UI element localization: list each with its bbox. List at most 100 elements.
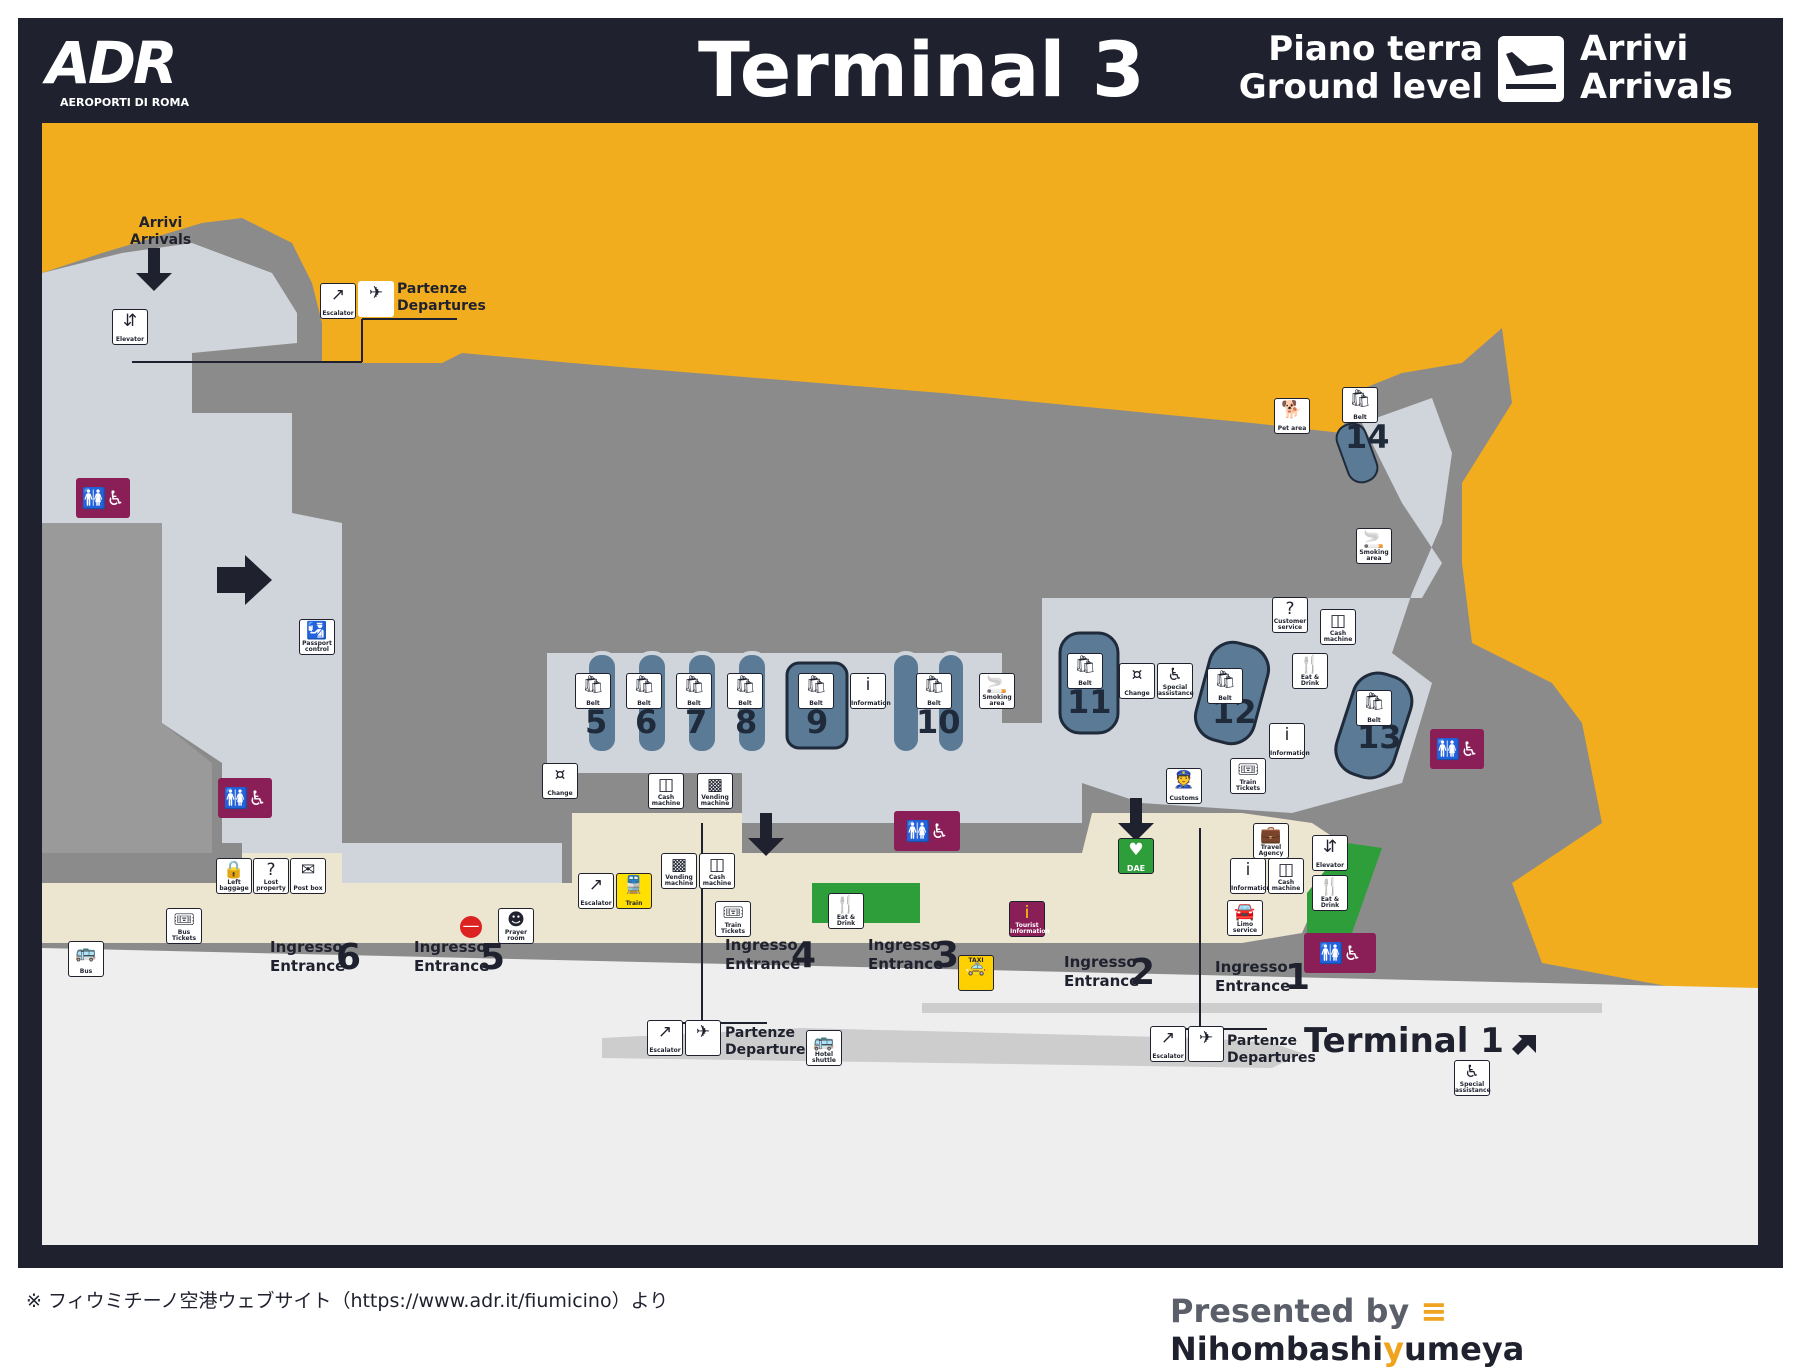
icon-caption: Change	[547, 790, 573, 797]
cash-machine-icon: ◫Cash machine	[1320, 609, 1356, 645]
presented-label: Presented by	[1170, 1292, 1410, 1330]
restroom-icon: 🚻♿	[1430, 729, 1484, 769]
icon-caption: Travel Agency	[1258, 844, 1284, 857]
bus-tickets-icon: 🎟Bus Tickets	[166, 908, 202, 944]
brand-name: Nihombashiyumeya	[1170, 1330, 1524, 1368]
icon-caption: Special assistance	[1158, 684, 1194, 697]
icon-caption: Belt	[738, 700, 752, 707]
entrance-it: Ingresso	[868, 936, 941, 954]
train-icon: 🚆Train	[616, 873, 652, 909]
departures-english: Departures	[397, 298, 486, 314]
icon-caption: Customs	[1169, 795, 1199, 802]
mode-italian: Arrivi	[1580, 29, 1689, 69]
entrance-5: Ingresso Entrance 5	[414, 938, 505, 976]
arrivals-italian: Arrivi	[138, 215, 183, 231]
bus-icon: 🚌Bus	[68, 941, 104, 977]
icon-caption: Belt	[637, 700, 651, 707]
icon-caption: Belt	[1353, 414, 1367, 421]
terminal1-label: Terminal 1	[1304, 1021, 1504, 1061]
arrivals-corridor	[42, 243, 342, 893]
belt-number-10: 10	[916, 703, 961, 741]
icon-caption: Belt	[1078, 680, 1092, 687]
terminal-map: Arrivi Arrivals Partenze Departures Part…	[42, 123, 1758, 1245]
icon-caption: Eat & Drink	[1320, 896, 1340, 909]
entrance-6: Ingresso Entrance 6	[270, 938, 361, 976]
icon-caption: Bus Tickets	[171, 929, 197, 942]
departures-italian: Partenze	[725, 1025, 796, 1041]
icon-caption: Smoking area	[1359, 549, 1389, 562]
left-baggage-icon: 🔒Left baggage	[216, 858, 252, 894]
belt-number-14: 14	[1345, 418, 1390, 456]
icon-caption: Hotel shuttle	[812, 1051, 836, 1064]
icon-caption: Tourist Information	[1010, 922, 1050, 935]
icon-caption: Prayer room	[504, 929, 528, 942]
entrance-en: Entrance	[414, 957, 490, 975]
departures-plane-icon: ✈	[1188, 1026, 1224, 1062]
icon-caption: Passport control	[302, 640, 332, 653]
belt-icon: 🛍Belt	[626, 673, 662, 709]
belt-icon: 🛍Belt	[798, 673, 834, 709]
brand-part-a: Nihombashi	[1170, 1330, 1384, 1368]
entrance-3: Ingresso Entrance 3	[868, 936, 959, 974]
train-tickets-icon: 🎟Train Tickets	[715, 901, 751, 937]
prayer-room-icon: ☻Prayer room	[498, 908, 534, 944]
icon-caption: DAE	[1126, 864, 1146, 873]
departures-english: Departures	[1227, 1050, 1316, 1066]
travel-agency-icon: 💼Travel Agency	[1253, 823, 1289, 859]
icon-caption: Train Tickets	[1235, 779, 1261, 792]
icon-caption: Escalator	[322, 310, 354, 317]
escalator-icon: ↗Escalator	[1150, 1026, 1186, 1062]
taxi-icon: 🚕TAXI	[958, 955, 994, 991]
belt-icon: 🛍Belt	[1207, 668, 1243, 704]
icon-caption: Change	[1124, 690, 1150, 697]
eat-drink-icon: 🍴Eat & Drink	[828, 893, 864, 929]
cash-machine-icon: ◫Cash machine	[1268, 858, 1304, 894]
icon-caption: Eat & Drink	[836, 914, 856, 927]
brand-logo-icon: ≡	[1420, 1292, 1448, 1330]
brand-part-c: umeya	[1404, 1330, 1525, 1368]
entrance-it: Ingresso	[270, 938, 343, 956]
brand-part-b: y	[1383, 1330, 1405, 1368]
icon-caption: Elevator	[1315, 862, 1345, 869]
escalator-icon: ↗Escalator	[578, 873, 614, 909]
belt-icon: 🛍Belt	[1342, 387, 1378, 423]
eat-drink-icon: 🍴Eat & Drink	[1292, 653, 1328, 689]
restroom-icon: 🚻♿	[218, 778, 272, 818]
belt-icon: 🛍Belt	[916, 673, 952, 709]
level-italian: Piano terra	[1268, 29, 1483, 69]
left-block	[42, 523, 212, 853]
page-title: Terminal 3	[698, 25, 1145, 114]
icon-caption: Eat & Drink	[1300, 674, 1320, 687]
direction-arrows	[136, 248, 1536, 1055]
change-icon: ¤Change	[1119, 663, 1155, 699]
road-island	[602, 1028, 1302, 1068]
limo-service-icon: 🚘Limo service	[1227, 900, 1263, 936]
icon-caption: Elevator	[115, 336, 145, 343]
elevator-icon: ⇵Elevator	[112, 309, 148, 345]
icon-caption: TAXI	[968, 957, 984, 964]
exit-corridor	[342, 843, 562, 883]
change-icon: ¤Change	[542, 763, 578, 799]
floor-plan	[42, 218, 1758, 1245]
no-entry-icon: —	[460, 916, 482, 938]
customer-service-icon: ?Customer service	[1272, 597, 1308, 633]
belt-icon: 🛍Belt	[676, 673, 712, 709]
departures-plane-icon: ✈	[358, 281, 394, 317]
departures-label-mid: Partenze Departures	[725, 1025, 814, 1059]
road	[42, 948, 1758, 1245]
departures-label-right: Partenze Departures	[1227, 1033, 1316, 1067]
hotel-shuttle-icon: 🚌Hotel shuttle	[806, 1030, 842, 1066]
level-english: Ground level	[1238, 67, 1483, 107]
icon-caption: Belt	[809, 700, 823, 707]
entrance-it: Ingresso	[725, 936, 798, 954]
icon-caption: Information	[1270, 750, 1310, 757]
icon-caption: Limo service	[1232, 921, 1258, 934]
icon-caption: Cash machine	[1271, 879, 1301, 892]
map-frame: ADR AEROPORTI DI ROMA Terminal 3 Piano t…	[18, 18, 1783, 1268]
adr-logo-subtitle: AEROPORTI DI ROMA	[60, 96, 189, 109]
entrance-en: Entrance	[1215, 977, 1291, 995]
restroom-icon: 🚻♿	[76, 478, 130, 518]
passport-control-icon: 🛂Passport control	[299, 619, 335, 655]
